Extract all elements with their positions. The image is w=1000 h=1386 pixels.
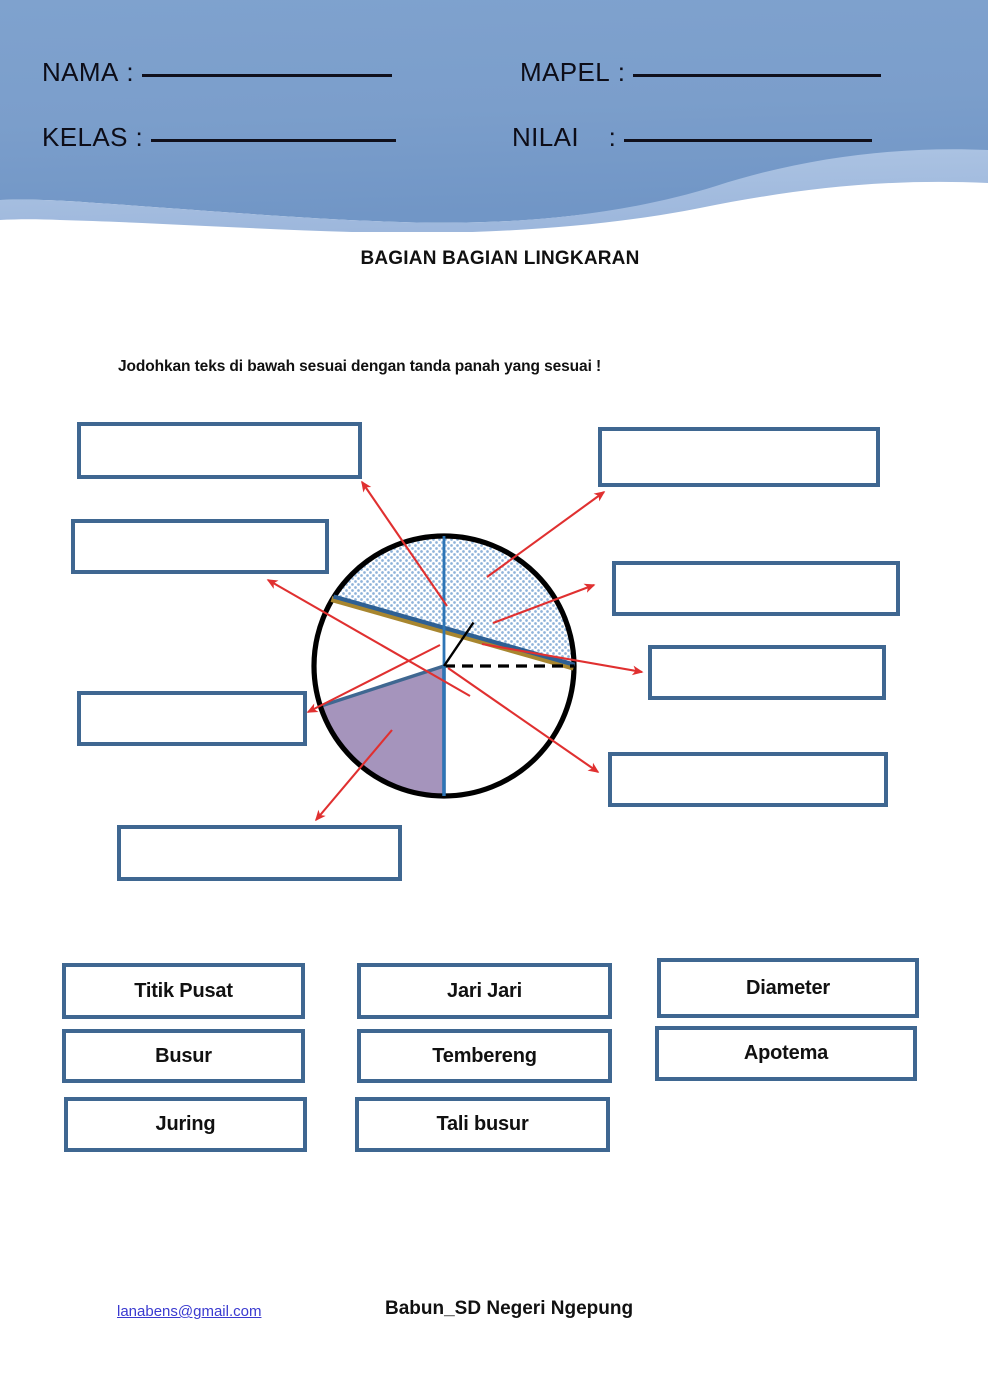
header-band: NAMA : MAPEL : KELAS : NILAI : <box>0 0 1000 232</box>
field-nilai-colon: : <box>608 122 617 152</box>
answer-slot-right-dashed[interactable] <box>648 645 886 700</box>
circle-graphic <box>311 533 577 799</box>
answer-slot-top-left[interactable] <box>77 422 362 479</box>
word-bank-item-tembereng[interactable]: Tembereng <box>357 1029 612 1083</box>
arrow-to-mid-left <box>266 579 471 697</box>
pointer-arrows <box>266 480 644 822</box>
field-nama-colon: : <box>126 57 134 87</box>
arrow-to-top-right <box>486 491 606 578</box>
answer-slot-right-lower[interactable] <box>608 752 888 807</box>
page-title: BAGIAN BAGIAN LINGKARAN <box>360 248 640 269</box>
field-kelas[interactable]: KELAS : <box>42 122 396 153</box>
answer-slot-top-right[interactable] <box>598 427 880 487</box>
word-bank-item-titik-pusat[interactable]: Titik Pusat <box>62 963 305 1019</box>
word-bank-item-apotema[interactable]: Apotema <box>655 1026 917 1081</box>
field-mapel-label: MAPEL <box>520 57 611 87</box>
field-mapel-input[interactable] <box>633 74 882 77</box>
word-bank-item-juring[interactable]: Juring <box>64 1097 307 1152</box>
field-nilai-input[interactable] <box>623 139 872 142</box>
word-bank-item-diameter[interactable]: Diameter <box>657 958 919 1018</box>
circle-parts-diagram <box>266 480 644 822</box>
arrow-to-left-lower <box>306 644 441 713</box>
field-nilai-label: NILAI <box>512 122 580 152</box>
word-bank-item-tali-busur[interactable]: Tali busur <box>355 1097 610 1152</box>
arrow-to-top-left <box>361 480 448 607</box>
field-nama-input[interactable] <box>141 74 392 77</box>
answer-slot-mid-right[interactable] <box>612 561 900 616</box>
answer-slot-mid-left[interactable] <box>71 519 329 574</box>
field-kelas-colon: : <box>135 122 144 152</box>
answer-slot-bottom-left[interactable] <box>117 825 402 881</box>
tembereng-segment <box>331 534 574 668</box>
field-mapel-colon: : <box>617 57 626 87</box>
word-bank-item-jari-jari[interactable]: Jari Jari <box>357 963 612 1019</box>
footer-organization: Babun_SD Negeri Ngepung <box>385 1298 634 1319</box>
word-bank-item-busur[interactable]: Busur <box>62 1029 305 1083</box>
footer-email-link[interactable]: lanabens@gmail.com <box>117 1303 262 1320</box>
instruction-text: Jodohkan teks di bawah sesuai dengan tan… <box>118 358 602 375</box>
field-nilai[interactable]: NILAI : <box>512 122 872 153</box>
header-wave-graphic <box>0 0 988 232</box>
field-mapel[interactable]: MAPEL : <box>520 57 882 88</box>
field-nama-label: NAMA <box>42 57 119 87</box>
arrow-to-mid-right <box>492 583 596 624</box>
arrow-to-bottom-left <box>315 729 393 822</box>
field-kelas-label: KELAS <box>42 122 128 152</box>
arrow-to-right-dashed <box>481 642 644 676</box>
field-kelas-input[interactable] <box>150 139 396 142</box>
answer-slot-left-lower[interactable] <box>77 691 307 746</box>
tali-busur-chord-gold <box>330 596 575 671</box>
field-nama[interactable]: NAMA : <box>42 57 392 88</box>
arrow-to-right-lower <box>447 667 600 773</box>
apotema-line <box>443 621 475 667</box>
